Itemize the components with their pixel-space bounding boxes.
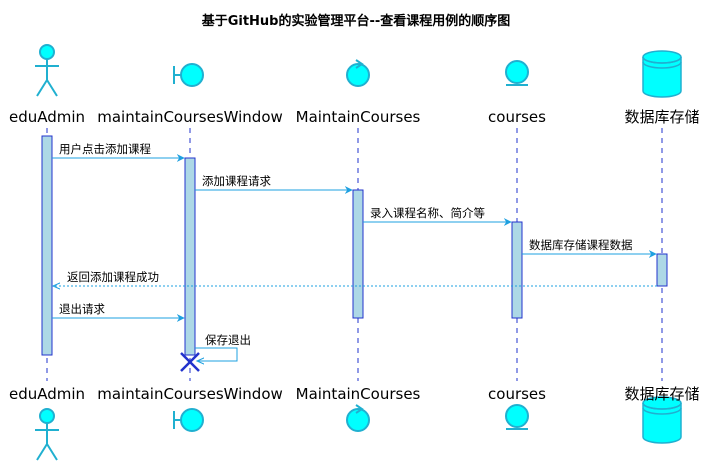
entity-icon-bottom-entity [505,404,529,430]
message-label-0: 用户点击添加课程 [59,142,151,156]
participant-name-top-eduAdmin: eduAdmin [9,108,85,126]
participant-name-top-control: MaintainCourses [296,108,421,126]
activation-bar-db [656,253,668,287]
participant-name-bottom-window: maintainCoursesWindow [97,385,283,403]
destroy-icon-stroke [180,352,200,372]
participant-name-bottom-eduAdmin: eduAdmin [9,385,85,403]
message-label-3: 数据库存储课程数据 [529,238,633,252]
participant-name-top-entity: courses [488,108,546,126]
message-arrow-6 [195,347,238,361]
database-icon-top-db [642,50,682,98]
boundary-icon-top-window [173,63,204,87]
stick-figure-icon-top-eduAdmin [35,44,59,97]
message-label-5: 退出请求 [59,302,105,316]
message-label-1: 添加课程请求 [202,174,271,188]
activation-bar-control [352,189,364,319]
diagram-title: 基于GitHub的实验管理平台--查看课程用例的顺序图 [201,13,511,29]
database-icon-bottom-db [642,396,682,444]
stick-figure-icon-bottom-eduAdmin [35,408,59,461]
participant-name-bottom-entity: courses [488,385,546,403]
activation-bar-entity [511,221,523,319]
control-icon-bottom-control [346,404,370,432]
activation-bar-window [184,157,196,356]
participant-name-bottom-db: 数据库存储 [624,385,699,403]
participant-name-top-window: maintainCoursesWindow [97,108,283,126]
message-label-2: 录入课程名称、简介等 [370,206,485,220]
participant-name-top-db: 数据库存储 [624,108,699,126]
entity-icon-top-entity [505,60,529,86]
message-label-4: 返回添加课程成功 [67,270,159,284]
boundary-icon-bottom-window [173,408,204,432]
activation-bar-eduAdmin [41,135,53,356]
message-label-6: 保存退出 [205,333,251,347]
participant-name-bottom-control: MaintainCourses [296,385,421,403]
control-icon-top-control [346,59,370,87]
